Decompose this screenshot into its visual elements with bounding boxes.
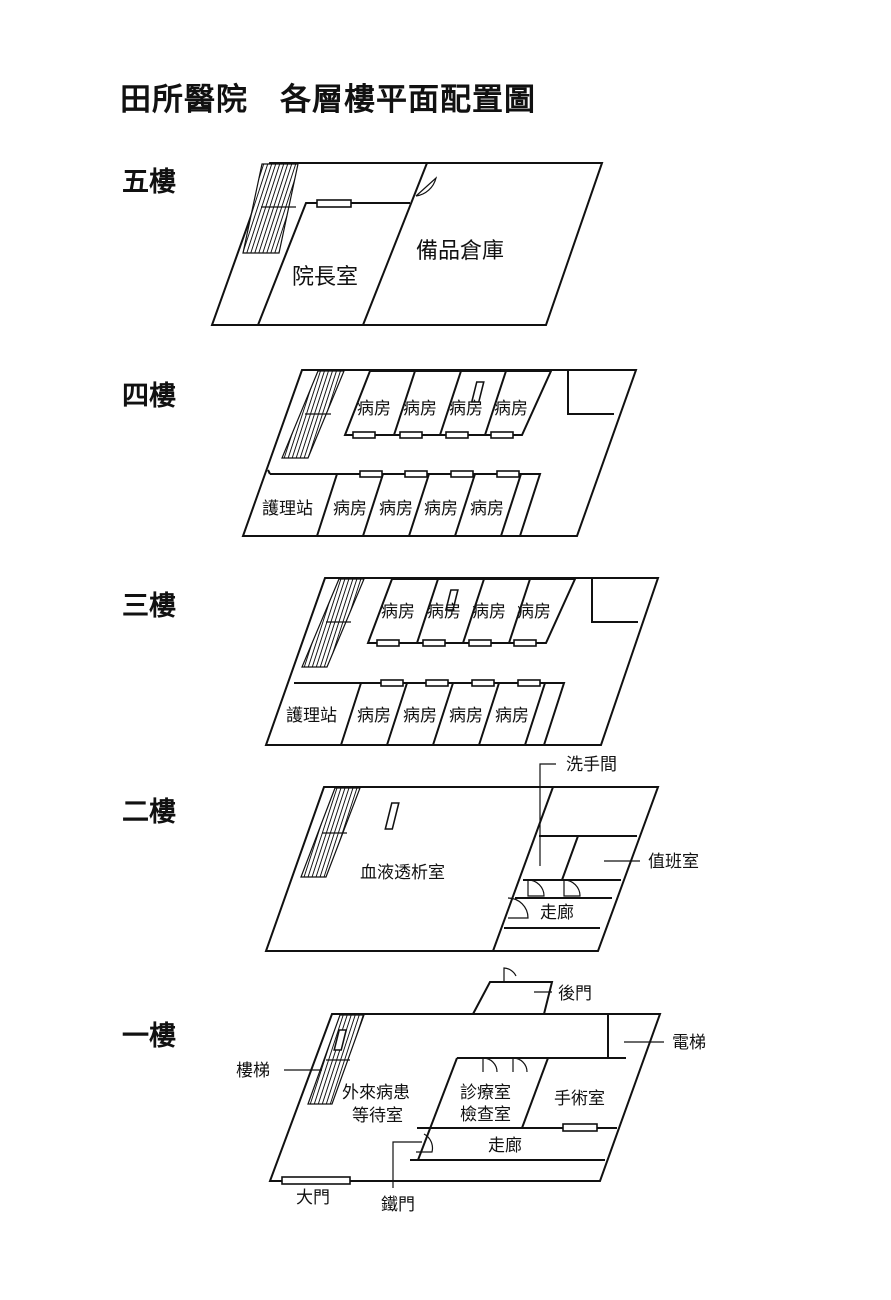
label-back-door: 後門 <box>558 984 592 1004</box>
ward-3f-bottom-4: 病房 <box>495 706 529 726</box>
ward-4f-bottom-3: 病房 <box>424 499 458 519</box>
ward-4f-bottom-1: 病房 <box>333 499 367 519</box>
floor-1f-plan: 後門 電梯 樓梯 大門 鐵門 外來病患 等待室 診療室 檢查室 手術室 走廊 <box>236 967 706 1215</box>
room-director: 院長室 <box>292 265 358 290</box>
floor-1f-outline <box>268 1013 662 1182</box>
label-duty-room: 值班室 <box>648 852 699 872</box>
ward-4f-top-1: 病房 <box>357 399 391 419</box>
label-iron-door: 鐵門 <box>381 1195 415 1215</box>
door-swing-5f <box>415 176 438 197</box>
elevator-2f <box>384 802 400 830</box>
floor-label-1f: 一樓 <box>122 1021 176 1052</box>
door-swing-2f-3 <box>507 897 529 919</box>
ward-4f-top-2: 病房 <box>403 399 437 419</box>
ward-3f-top-2: 病房 <box>427 602 461 622</box>
elevator-3f <box>444 589 459 611</box>
floor-label-3f: 三樓 <box>122 591 176 622</box>
callout-line-toilet <box>539 763 556 866</box>
floor-4f-plan: 病房 病房 病房 病房 護理站 病房 病房 病房 病房 <box>241 369 638 537</box>
iron-door-swing <box>416 1133 434 1153</box>
door-swing-2f-1 <box>527 879 545 897</box>
label-main-door: 大門 <box>296 1188 330 1208</box>
room-consult-line2: 檢查室 <box>460 1105 511 1125</box>
floor-2f-outline <box>264 786 660 952</box>
label-elevator: 電梯 <box>672 1033 706 1053</box>
corridor-2f: 走廊 <box>540 903 574 923</box>
nurse-station-3f: 護理站 <box>286 706 337 726</box>
stairs-3f <box>301 578 365 668</box>
room-storage: 備品倉庫 <box>416 239 504 264</box>
floor-5f-outline <box>210 162 604 326</box>
ward-4f-top-4: 病房 <box>494 399 528 419</box>
door-surgery <box>562 1123 598 1132</box>
ward-4f-bottom-2: 病房 <box>379 499 413 519</box>
floor-label-2f: 二樓 <box>122 797 176 828</box>
ward-4f-top-3: 病房 <box>449 399 483 419</box>
ward-3f-bottom-1: 病房 <box>357 706 391 726</box>
nurse-station-4f: 護理站 <box>262 499 313 519</box>
callout-line-iron-door <box>392 1141 422 1188</box>
elevator-4f <box>470 381 485 403</box>
room-waiting-line1: 外來病患 <box>342 1083 410 1103</box>
door-swing-2f-2 <box>563 879 581 897</box>
stairs-5f <box>242 163 299 254</box>
door-swing-1f-1 <box>482 1057 498 1073</box>
door-swing-1f-2 <box>512 1057 528 1073</box>
label-toilet: 洗手間 <box>566 755 617 775</box>
ward-4f-bottom-4: 病房 <box>470 499 504 519</box>
back-door-swing <box>503 967 517 982</box>
room-dialysis: 血液透析室 <box>360 863 445 883</box>
label-stairs: 樓梯 <box>236 1061 270 1081</box>
ward-3f-bottom-3: 病房 <box>449 706 483 726</box>
floor-5f-plan: 院長室 備品倉庫 <box>210 162 604 326</box>
door-5f-director <box>316 199 352 208</box>
corridor-1f: 走廊 <box>488 1136 522 1156</box>
ward-3f-top-1: 病房 <box>381 602 415 622</box>
back-door-annex <box>472 981 554 1015</box>
floor-label-4f: 四樓 <box>122 381 176 412</box>
floor-2f-plan: 洗手間 值班室 血液透析室 走廊 <box>264 755 699 952</box>
room-surgery: 手術室 <box>554 1089 605 1109</box>
ward-3f-top-4: 病房 <box>517 602 551 622</box>
ward-3f-bottom-2: 病房 <box>403 706 437 726</box>
ward-3f-top-3: 病房 <box>472 602 506 622</box>
room-waiting-line2: 等待室 <box>352 1106 403 1126</box>
main-door <box>281 1176 351 1185</box>
floor-label-5f: 五樓 <box>122 167 176 198</box>
elevator-1f <box>333 1029 348 1051</box>
floor-3f-plan: 病房 病房 病房 病房 護理站 病房 病房 病房 病房 <box>264 577 660 746</box>
page-title: 田所醫院 各層樓平面配置圖 <box>120 82 536 118</box>
room-consult-line1: 診療室 <box>460 1083 511 1103</box>
